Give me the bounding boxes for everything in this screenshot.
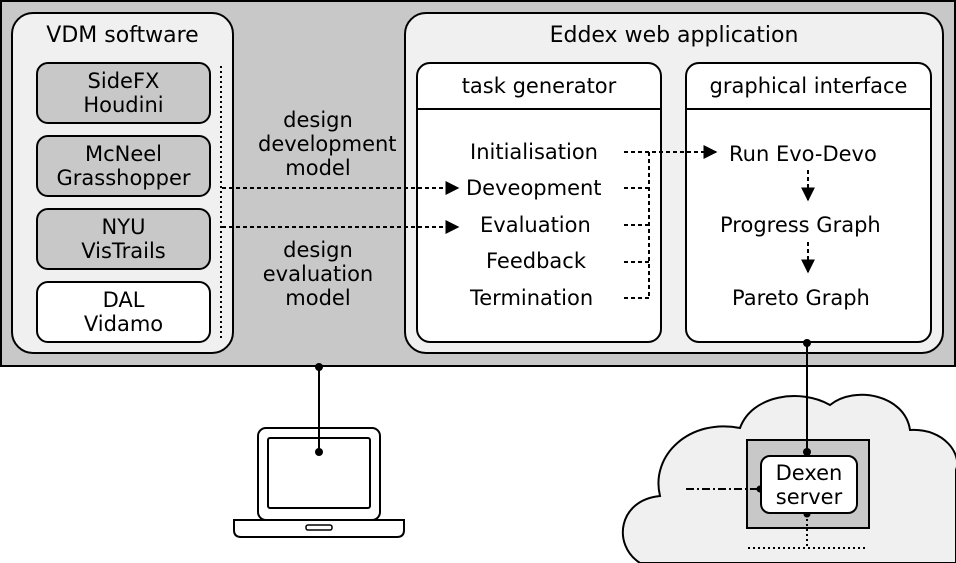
graphical-interface-box: graphical interface bbox=[685, 62, 932, 343]
design-evaluation-model-label: design evaluation model bbox=[262, 238, 374, 310]
task-initialisation: Initialisation bbox=[470, 140, 598, 164]
gui-pareto-graph: Pareto Graph bbox=[732, 286, 870, 310]
task-termination: Termination bbox=[470, 286, 594, 310]
tool-nyu-vistrails: NYU VisTrails bbox=[36, 208, 211, 270]
eddex-title: Eddex web application bbox=[549, 23, 799, 48]
laptop-icon bbox=[233, 427, 405, 538]
tool-sidefx-houdini: SideFX Houdini bbox=[36, 62, 211, 124]
dexen-server-box: Dexen server bbox=[760, 455, 858, 514]
task-generator-header: task generator bbox=[418, 64, 660, 110]
gui-run-evo-devo: Run Evo-Devo bbox=[729, 142, 877, 166]
tool-mcneel-grasshopper: McNeel Grasshopper bbox=[36, 135, 211, 197]
graphical-interface-header: graphical interface bbox=[687, 64, 930, 110]
task-development: Deveopment bbox=[466, 176, 602, 200]
gui-progress-graph: Progress Graph bbox=[720, 213, 881, 237]
task-generator-box: task generator bbox=[416, 62, 662, 343]
task-evaluation: Evaluation bbox=[480, 213, 591, 237]
tool-dal-vidamo: DAL Vidamo bbox=[36, 281, 211, 343]
task-feedback: Feedback bbox=[486, 249, 587, 273]
design-development-model-label: design development model bbox=[258, 108, 397, 180]
vdm-software-title: VDM software bbox=[46, 23, 199, 48]
